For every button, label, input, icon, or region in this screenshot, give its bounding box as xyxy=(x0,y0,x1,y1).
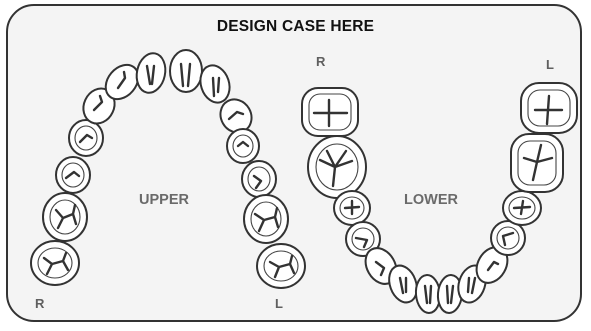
upper-tooth-3 xyxy=(56,157,90,193)
upper-tooth-7 xyxy=(133,51,169,96)
upper-right-marker: R xyxy=(35,296,44,311)
lower-tooth-14 xyxy=(521,83,577,133)
upper-tooth-14 xyxy=(257,244,305,288)
upper-tooth-13 xyxy=(244,195,288,243)
lower-left-marker: L xyxy=(546,57,554,72)
upper-arch xyxy=(31,50,305,288)
upper-tooth-1 xyxy=(31,241,79,285)
lower-tooth-11 xyxy=(491,221,525,255)
upper-tooth-11 xyxy=(227,129,259,163)
lower-tooth-12 xyxy=(503,191,541,225)
lower-tooth-1 xyxy=(302,88,358,136)
lower-tooth-3 xyxy=(334,191,370,225)
upper-tooth-2 xyxy=(43,193,87,241)
upper-tooth-4 xyxy=(69,120,103,156)
lower-right-marker: R xyxy=(316,54,325,69)
upper-tooth-12 xyxy=(242,161,276,197)
lower-arch-label: LOWER xyxy=(404,192,458,208)
upper-arch-label: UPPER xyxy=(139,192,189,208)
upper-tooth-8 xyxy=(170,50,202,92)
upper-left-marker: L xyxy=(275,296,283,311)
lower-tooth-13 xyxy=(511,134,563,192)
lower-tooth-2 xyxy=(308,136,366,198)
